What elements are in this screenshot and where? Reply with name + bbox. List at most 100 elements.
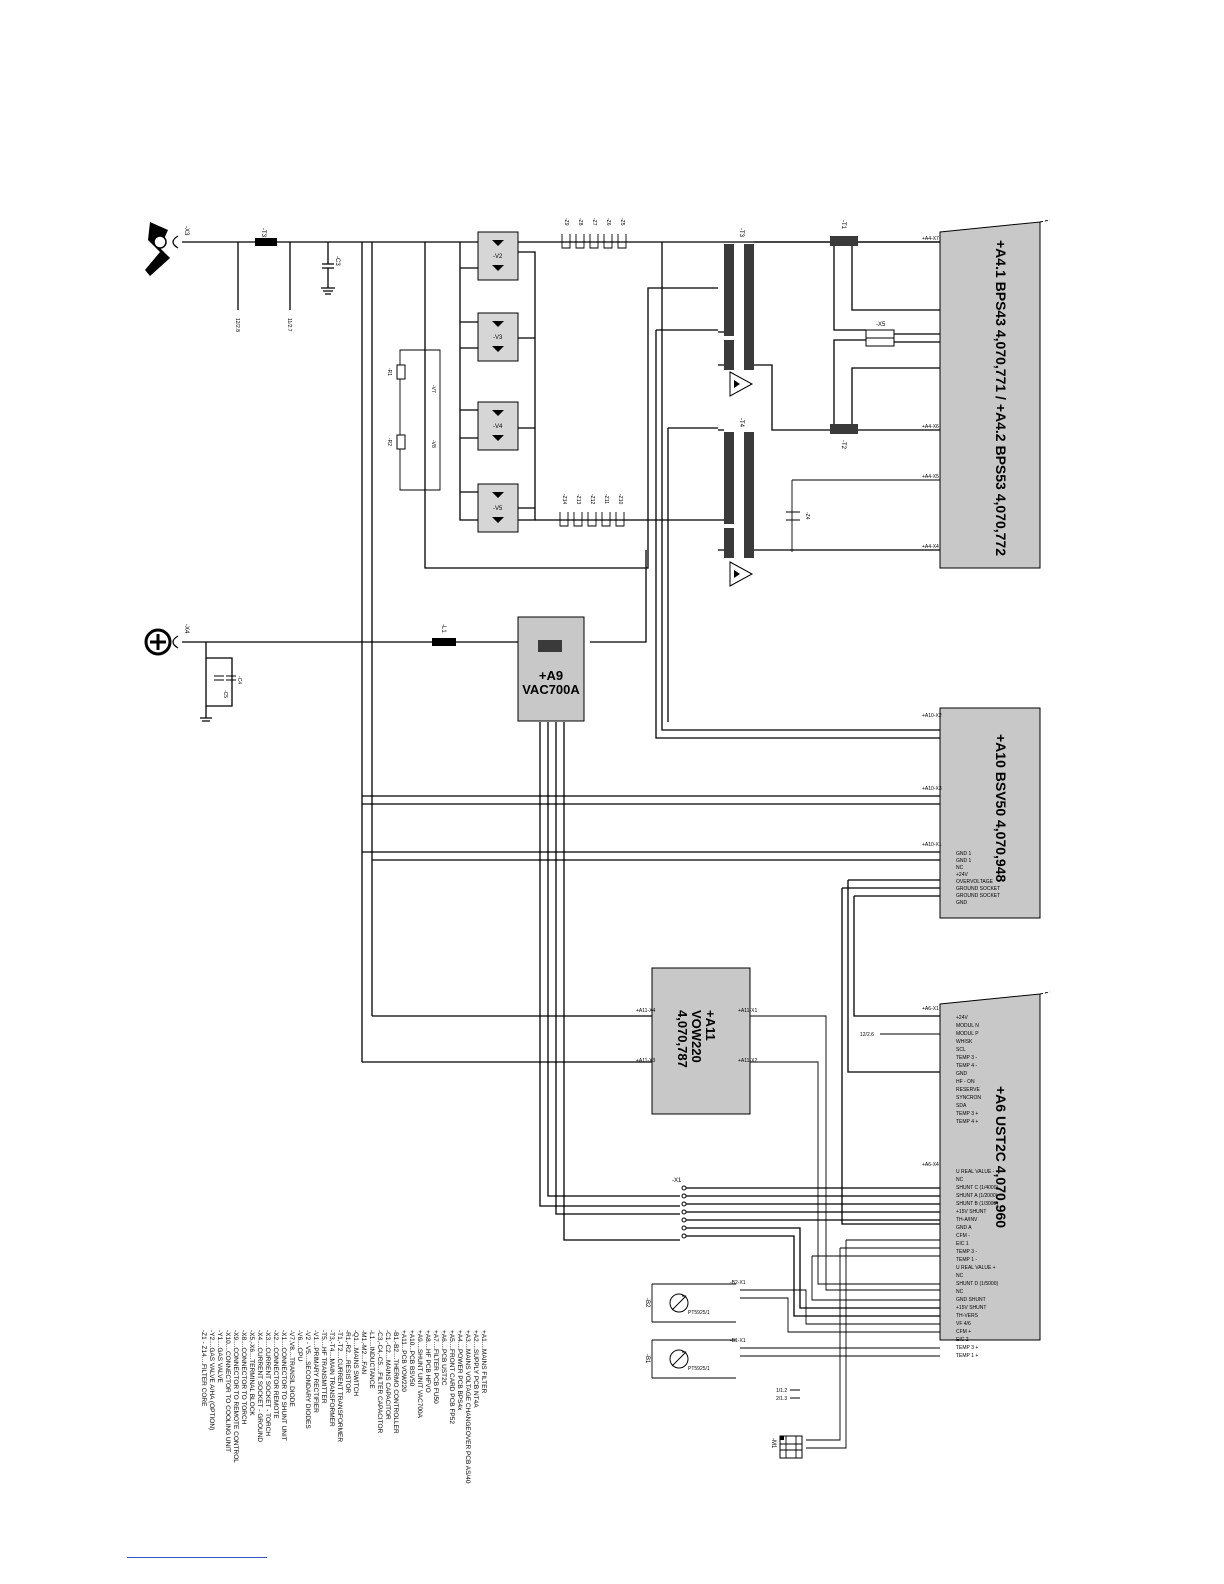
module-a11-name: +A11 <box>703 1010 718 1041</box>
svg-text:SHUNT C (1/4000): SHUNT C (1/4000) <box>956 1185 998 1191</box>
svg-text:-R1,-R2....RESISTOR: -R1,-R2....RESISTOR <box>344 1330 351 1393</box>
svg-text:+15V SHUNT: +15V SHUNT <box>956 1209 986 1215</box>
svg-text:+A2....SUPPLY PCB NT4A: +A2....SUPPLY PCB NT4A <box>472 1330 479 1408</box>
svg-text:CFM +: CFM + <box>956 1329 971 1335</box>
svg-text:NC: NC <box>956 865 964 871</box>
connector-label: +A4-X5 <box>922 474 939 480</box>
svg-text:-Z8: -Z8 <box>577 218 583 226</box>
connector-label: +A11-X3 <box>636 1058 655 1064</box>
svg-text:U REAL VALUE -: U REAL VALUE - <box>956 1169 995 1175</box>
fuse-x5: -X5 <box>865 322 895 347</box>
svg-text:GND 1: GND 1 <box>956 858 972 864</box>
svg-text:-C3,-C4,-C5....FILTER CAPACITO: -C3,-C4,-C5....FILTER CAPACITOR <box>376 1330 383 1434</box>
terminal-x1-label: -X1 <box>672 1178 682 1184</box>
svg-text:VF 4/6: VF 4/6 <box>956 1321 971 1327</box>
svg-text:-B1: -B1 <box>644 1354 650 1364</box>
terminal-x1 <box>681 1185 687 1239</box>
svg-text:TEMP 1 +: TEMP 1 + <box>956 1353 978 1359</box>
core-z4-label: -Z4 <box>804 512 810 520</box>
svg-text:-Z14: -Z14 <box>561 494 567 505</box>
svg-text:-V5: -V5 <box>493 506 503 512</box>
svg-text:GND 1: GND 1 <box>956 851 972 857</box>
rectifier-v4: -V4 <box>477 401 519 451</box>
connector-label: +A6-X4 <box>922 1162 939 1168</box>
module-a9-type: VAC700A <box>522 682 580 697</box>
capacitor-c4-label: -C4 <box>236 676 242 684</box>
svg-text:-V2 - V5....SECONDARY DIODES: -V2 - V5....SECONDARY DIODES <box>304 1330 311 1429</box>
transformer-t4: -T4 <box>724 418 754 558</box>
svg-text:GND: GND <box>956 900 968 906</box>
svg-text:-T1: -T1 <box>840 220 846 230</box>
ref-label: 2/1.3 <box>776 1396 787 1402</box>
svg-text:-M1,-M2....FAN: -M1,-M2....FAN <box>360 1330 367 1374</box>
a6-x4-pins: U REAL VALUE - NC SHUNT C (1/4000) SHUNT… <box>956 1169 998 1359</box>
ref-label: 11/2.7 <box>286 318 292 332</box>
svg-text:SCL: SCL <box>956 1047 966 1053</box>
svg-text:+15V SHUNT: +15V SHUNT <box>956 1305 986 1311</box>
ground-socket-icon <box>144 628 179 656</box>
svg-text:-Z9: -Z9 <box>563 218 569 226</box>
resistor-r2-label: -R2 <box>386 438 392 446</box>
module-a10-title: +A10 BSV50 4,070,948 <box>993 734 1009 882</box>
inductance-l1 <box>432 638 456 646</box>
svg-text:+A10...PCB BSV50: +A10...PCB BSV50 <box>408 1330 415 1387</box>
svg-text:SDA: SDA <box>956 1103 967 1109</box>
svg-text:-T2: -T2 <box>840 440 846 450</box>
svg-text:-Z7: -Z7 <box>591 218 597 226</box>
module-a11 <box>651 967 751 1115</box>
current-transformer-t1: -T1 <box>830 220 858 246</box>
svg-text:-X4....CURRENT SOCKET - GROUND: -X4....CURRENT SOCKET - GROUND <box>256 1330 263 1442</box>
transformer-t3: -T3 <box>724 228 754 370</box>
connector-label: +A4-X4 <box>922 544 939 550</box>
svg-text:-V6....CPU: -V6....CPU <box>296 1330 303 1361</box>
module-a4-title: +A4.1 BPS43 4,070,771 / +A4.2 BPS53 4,07… <box>993 240 1009 556</box>
mains-filter-label: -T3 <box>260 228 266 238</box>
svg-text:+A3....MAINS VOLTAGE CHANGEOVE: +A3....MAINS VOLTAGE CHANGEOVER PCB AS/4… <box>464 1330 471 1484</box>
connector-label: +A11-X4 <box>636 1008 655 1014</box>
module-a9 <box>517 616 585 722</box>
svg-text:GND A: GND A <box>956 1225 972 1231</box>
svg-text:-Z11: -Z11 <box>603 494 609 504</box>
svg-text:-B1,-B2....THERMO CONTROLLER: -B1,-B2....THERMO CONTROLLER <box>392 1330 399 1434</box>
rectifier-v2: -V2 <box>477 231 519 281</box>
svg-text:-C1,-C2....MAINS CAPACITOR: -C1,-C2....MAINS CAPACITOR <box>384 1330 391 1420</box>
torch-connector-label: -X3 <box>183 226 189 236</box>
svg-text:EIC 2: EIC 2 <box>956 1337 969 1343</box>
filter-cores-top: -Z9 -Z8 -Z7 -Z6 -Z5 <box>561 218 627 249</box>
svg-text:TEMP 3 -: TEMP 3 - <box>956 1055 977 1061</box>
svg-text:TEMP 4 +: TEMP 4 + <box>956 1119 978 1125</box>
module-a11-type: VOW220 <box>689 1010 704 1063</box>
svg-text:OVERVOLTAGE: OVERVOLTAGE <box>956 879 994 885</box>
thermo-sensor-b2: -B2 PT5925/1 -B2-X1 <box>644 1280 746 1323</box>
svg-text:+A5....FRONT CARD PCB FP52: +A5....FRONT CARD PCB FP52 <box>448 1330 455 1424</box>
svg-text:HF - ON: HF - ON <box>956 1079 975 1085</box>
module-a6 <box>939 993 1041 1341</box>
svg-text:GND SHUNT: GND SHUNT <box>956 1297 986 1303</box>
svg-text:TH-A/INV: TH-A/INV <box>956 1217 978 1223</box>
svg-text:EIC 1: EIC 1 <box>956 1241 969 1247</box>
svg-text:TEMP 1 -: TEMP 1 - <box>956 1257 977 1263</box>
svg-text:-X1....CONNECTOR TO SHUNT UNIT: -X1....CONNECTOR TO SHUNT UNIT <box>280 1330 287 1441</box>
fan-m1-icon: -M1 <box>770 1435 803 1459</box>
svg-text:-T4: -T4 <box>738 418 744 428</box>
svg-text:GROUND SOCKET: GROUND SOCKET <box>956 886 1000 892</box>
svg-text:-X9....CONNECTOR TO REMOTE CON: -X9....CONNECTOR TO REMOTE CONTROL <box>232 1330 239 1463</box>
suppressor-v8-label: -V8 <box>430 440 436 448</box>
svg-text:-Z12: -Z12 <box>589 494 595 505</box>
svg-text:-Z6: -Z6 <box>605 218 611 226</box>
svg-text:-L1....INDUCTANCE: -L1....INDUCTANCE <box>368 1330 375 1389</box>
component-legend: +A1....MAINS FILTER +A2....SUPPLY PCB NT… <box>200 1330 487 1484</box>
svg-text:SHUNT D (1/5000): SHUNT D (1/5000) <box>956 1281 998 1287</box>
connector-label: +A11-X1 <box>738 1008 757 1014</box>
module-a4 <box>939 221 1041 569</box>
svg-text:+A6....PCB UST2C: +A6....PCB UST2C <box>440 1330 447 1386</box>
svg-text:PT5925/1: PT5925/1 <box>688 1310 710 1316</box>
connector-label: +A4-X7 <box>922 236 939 242</box>
svg-text:-V2: -V2 <box>493 254 503 260</box>
svg-text:TEMP 3 +: TEMP 3 + <box>956 1111 978 1117</box>
svg-text:RESERVE: RESERVE <box>956 1087 980 1093</box>
svg-text:-X5,-X6....TERMINAL BLOCK: -X5,-X6....TERMINAL BLOCK <box>248 1330 255 1416</box>
svg-text:-Q1....MAINS SWITCH: -Q1....MAINS SWITCH <box>352 1330 359 1396</box>
connector-label: +A11-X2 <box>738 1058 757 1064</box>
